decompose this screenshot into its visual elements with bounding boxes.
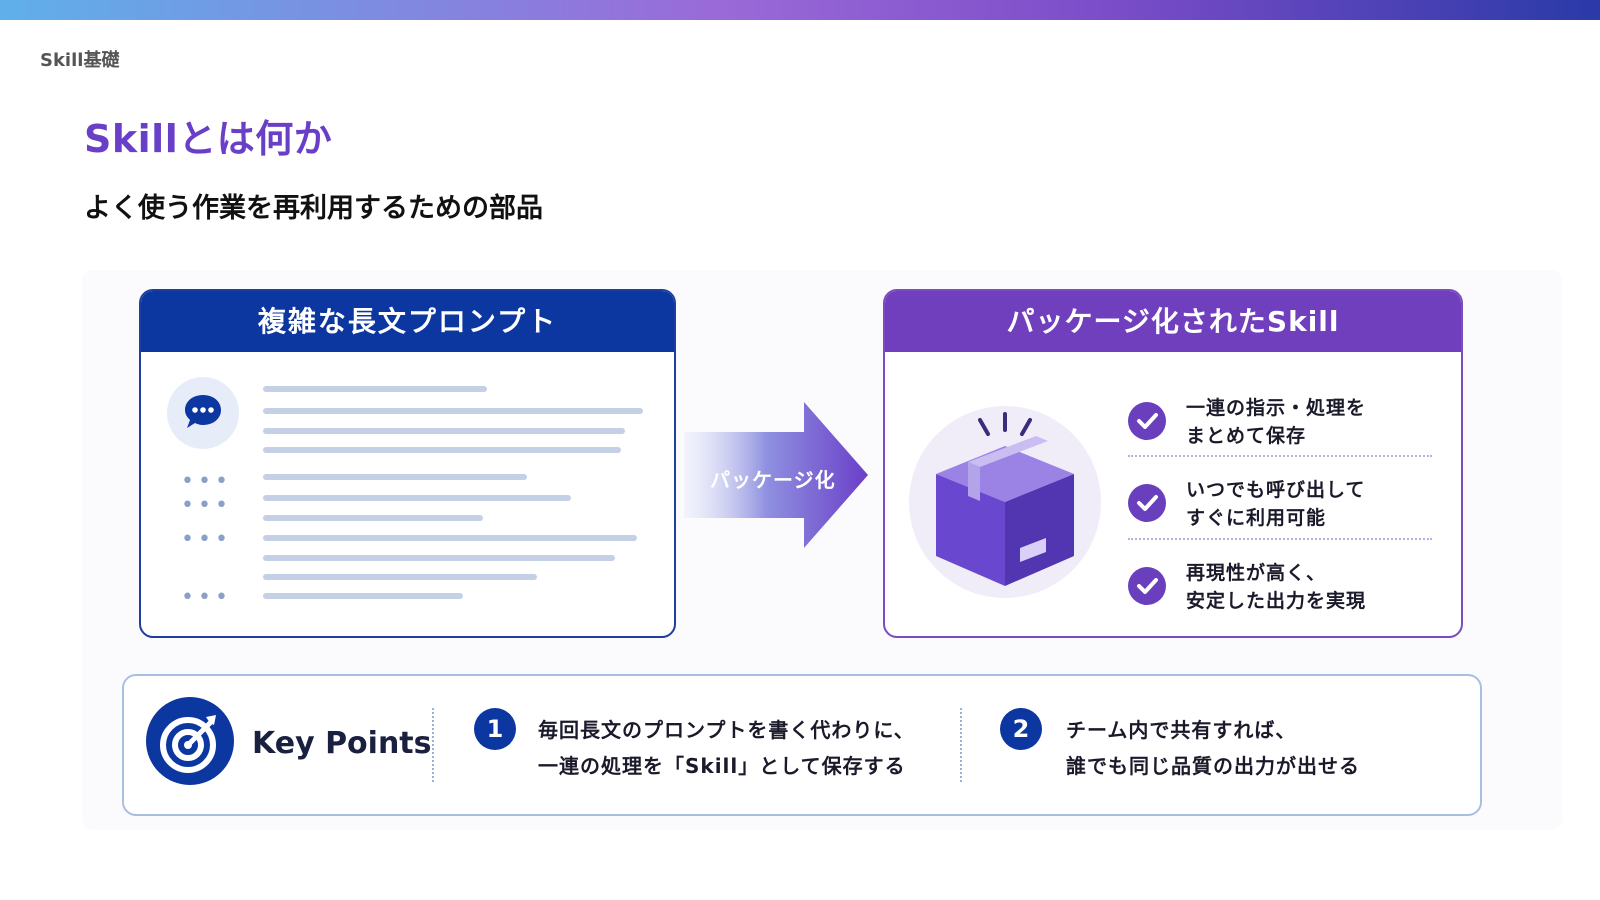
dots-icon: ••• xyxy=(181,493,232,518)
key-point-number-badge: 1 xyxy=(474,708,516,750)
top-gradient-bar xyxy=(0,0,1600,20)
key-points-divider xyxy=(432,708,434,782)
feature-text: いつでも呼び出して すぐに利用可能 xyxy=(1186,479,1366,529)
feature-divider xyxy=(1128,455,1432,457)
feature-item: いつでも呼び出して すぐに利用可能 xyxy=(1128,476,1438,540)
long-prompt-card: 複雑な長文プロンプト ••• ••• ••• ••• xyxy=(139,289,676,638)
feature-item: 一連の指示・処理を まとめて保存 xyxy=(1128,394,1438,458)
dots-icon: ••• xyxy=(181,585,232,610)
feature-text: 一連の指示・処理を まとめて保存 xyxy=(1186,397,1367,447)
chat-bubble-icon xyxy=(167,377,239,449)
target-icon xyxy=(146,697,234,785)
text-line xyxy=(263,447,621,453)
feature-item: 再現性が高く、 安定した出力を実現 xyxy=(1128,559,1438,623)
key-points-divider xyxy=(960,708,962,782)
key-point-text: 毎回長文のプロンプトを書く代わりに、 一連の処理を「Skill」として保存する xyxy=(538,718,915,778)
text-line xyxy=(263,515,483,521)
page-subtitle: よく使う作業を再利用するための部品 xyxy=(84,193,543,224)
packaging-arrow-icon xyxy=(684,402,868,548)
dots-icon: ••• xyxy=(181,527,232,552)
dots-icon: ••• xyxy=(181,469,232,494)
feature-divider xyxy=(1128,538,1432,540)
text-line xyxy=(263,535,637,541)
page-title: Skillとは何か xyxy=(84,117,333,161)
text-line xyxy=(263,408,643,414)
feature-text: 再現性が高く、 安定した出力を実現 xyxy=(1186,562,1367,612)
section-label: Skill基礎 xyxy=(40,50,120,71)
key-point-text: チーム内で共有すれば、 誰でも同じ品質の出力が出せる xyxy=(1066,718,1360,778)
check-circle-icon xyxy=(1128,484,1166,522)
packaging-arrow-label: パッケージ化 xyxy=(710,468,836,492)
key-point-number-badge: 2 xyxy=(1000,708,1042,750)
text-line xyxy=(263,495,571,501)
text-line xyxy=(263,428,625,434)
key-points-title: Key Points xyxy=(252,726,432,761)
text-line xyxy=(263,574,537,580)
package-box-icon xyxy=(908,396,1102,600)
long-prompt-card-title: 複雑な長文プロンプト xyxy=(141,291,674,352)
check-circle-icon xyxy=(1128,402,1166,440)
text-line xyxy=(263,593,463,599)
check-circle-icon xyxy=(1128,567,1166,605)
packaged-skill-card-title: パッケージ化されたSkill xyxy=(885,291,1461,352)
text-line xyxy=(263,474,527,480)
text-line xyxy=(263,386,487,392)
key-points-panel xyxy=(122,674,1482,816)
text-line xyxy=(263,555,615,561)
